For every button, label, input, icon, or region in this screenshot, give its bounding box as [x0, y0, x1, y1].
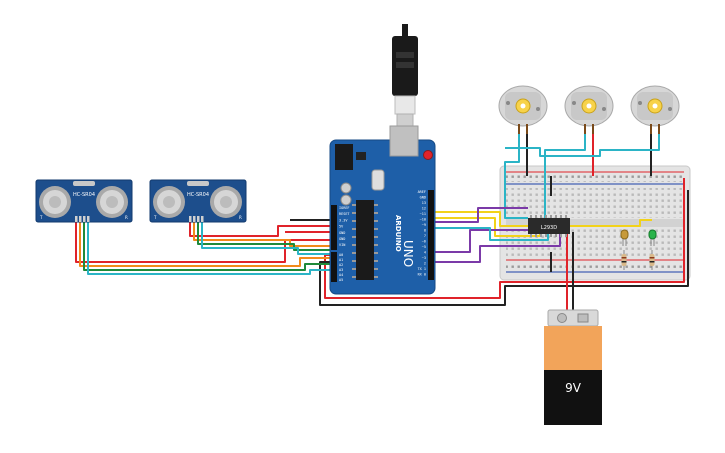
power-pin-label-1: RESET [339, 212, 350, 216]
digital-pin-label-9: ~6 [422, 240, 426, 244]
power-header[interactable] [331, 205, 337, 250]
sensor-2-label: HC-SR04 [187, 192, 209, 198]
sensor-1-pin-r: R [125, 215, 128, 220]
wire-motor2-a[interactable] [544, 134, 586, 220]
arduino-model: UNO [401, 240, 415, 267]
ultrasonic-sensor-1[interactable]: HC-SR04 T R [35, 179, 133, 223]
digital-pin-label-5: ~10 [420, 218, 426, 222]
wire-s2-orange[interactable] [193, 222, 334, 247]
analog-pin-label-5: A5 [339, 278, 343, 282]
power-pin-label-0: IOREF [339, 206, 350, 210]
digital-pin-label-4: ~11 [420, 212, 426, 216]
wire-led-yellow[interactable] [570, 219, 652, 227]
dc-motor-1[interactable] [498, 85, 548, 134]
digital-pin-label-11: 4 [424, 251, 426, 255]
wire-digital-purple-3[interactable] [433, 232, 561, 263]
power-pin-label-4: GND [339, 231, 345, 235]
wire-s1-teal[interactable] [87, 222, 334, 275]
digital-pin-label-10: ~5 [422, 245, 426, 249]
wire-s2-teal[interactable] [201, 222, 334, 255]
wire-s1-green[interactable] [83, 222, 334, 271]
wire-motor3-b[interactable] [505, 134, 660, 157]
analog-pin-label-1: A1 [339, 258, 343, 262]
wire-s2-red[interactable] [189, 222, 334, 237]
resistor-1[interactable] [621, 250, 627, 270]
wire-power-black[interactable] [319, 190, 689, 306]
power-pin-label-3: 5V [339, 225, 344, 229]
digital-header[interactable] [428, 190, 434, 280]
dc-motor-3[interactable] [630, 85, 680, 134]
sensor-1-pin-t: T [39, 215, 43, 220]
wires [75, 134, 689, 318]
arduino-uno[interactable]: ARDUINO UNO AREFGND1312~11~10~987~6~54~3… [329, 125, 436, 295]
battery-label: 9V [565, 381, 582, 395]
digital-pin-label-2: 13 [422, 201, 426, 205]
analog-pin-label-4: A4 [339, 273, 343, 277]
wire-digital-purple-1[interactable] [433, 207, 528, 223]
usb-cable[interactable] [392, 24, 418, 129]
digital-pin-label-7: 8 [424, 229, 426, 233]
digital-pin-label-12: ~3 [422, 256, 426, 260]
digital-pin-label-6: ~9 [422, 223, 426, 227]
chip-label: L293D [541, 225, 557, 231]
analog-pin-label-3: A3 [339, 268, 343, 272]
wire-digital-purple-2[interactable] [433, 229, 528, 253]
sensor-2-pin-r: R [239, 215, 242, 220]
wire-s2-green[interactable] [197, 222, 334, 251]
resistor-2[interactable] [649, 250, 655, 270]
digital-pin-label-1: GND [420, 196, 426, 200]
dc-motor-2[interactable] [564, 85, 614, 134]
led-yellow[interactable] [620, 229, 629, 246]
wire-s1-red[interactable] [75, 222, 334, 263]
analog-pin-label-2: A2 [339, 263, 343, 267]
motor-driver-chip[interactable]: L293D [528, 215, 570, 237]
led-green[interactable] [648, 229, 657, 246]
analog-header[interactable] [331, 252, 337, 282]
wire-s1-orange[interactable] [79, 222, 334, 267]
digital-pin-label-15: RX 0 [418, 273, 426, 277]
wire-digital-yellow-1[interactable] [433, 211, 528, 227]
sensor-2-pin-t: T [153, 215, 157, 220]
wire-digital-teal-led[interactable] [433, 227, 549, 241]
digital-pin-label-8: 7 [424, 234, 426, 238]
power-pin-labels: IOREF RESET 3.3V 5V GND GND VIN [339, 206, 350, 247]
sensor-1-label: HC-SR04 [73, 192, 95, 198]
power-pin-label-5: GND [339, 237, 345, 241]
power-pin-label-6: VIN [339, 243, 345, 247]
battery-9v[interactable]: 9V [544, 309, 602, 425]
digital-pin-label-3: 12 [422, 207, 426, 211]
arduino-brand: ARDUINO [394, 215, 402, 252]
digital-pin-label-0: AREF [418, 190, 426, 194]
digital-pin-label-13: 2 [424, 262, 426, 266]
digital-pin-label-14: TX 1 [418, 267, 426, 271]
wire-motor1-a[interactable] [504, 134, 528, 219]
ultrasonic-sensor-2[interactable]: HC-SR04 T R [149, 179, 247, 223]
analog-pin-label-0: A0 [339, 253, 343, 257]
breadboard[interactable] [499, 165, 691, 281]
power-pin-label-2: 3.3V [339, 218, 348, 222]
